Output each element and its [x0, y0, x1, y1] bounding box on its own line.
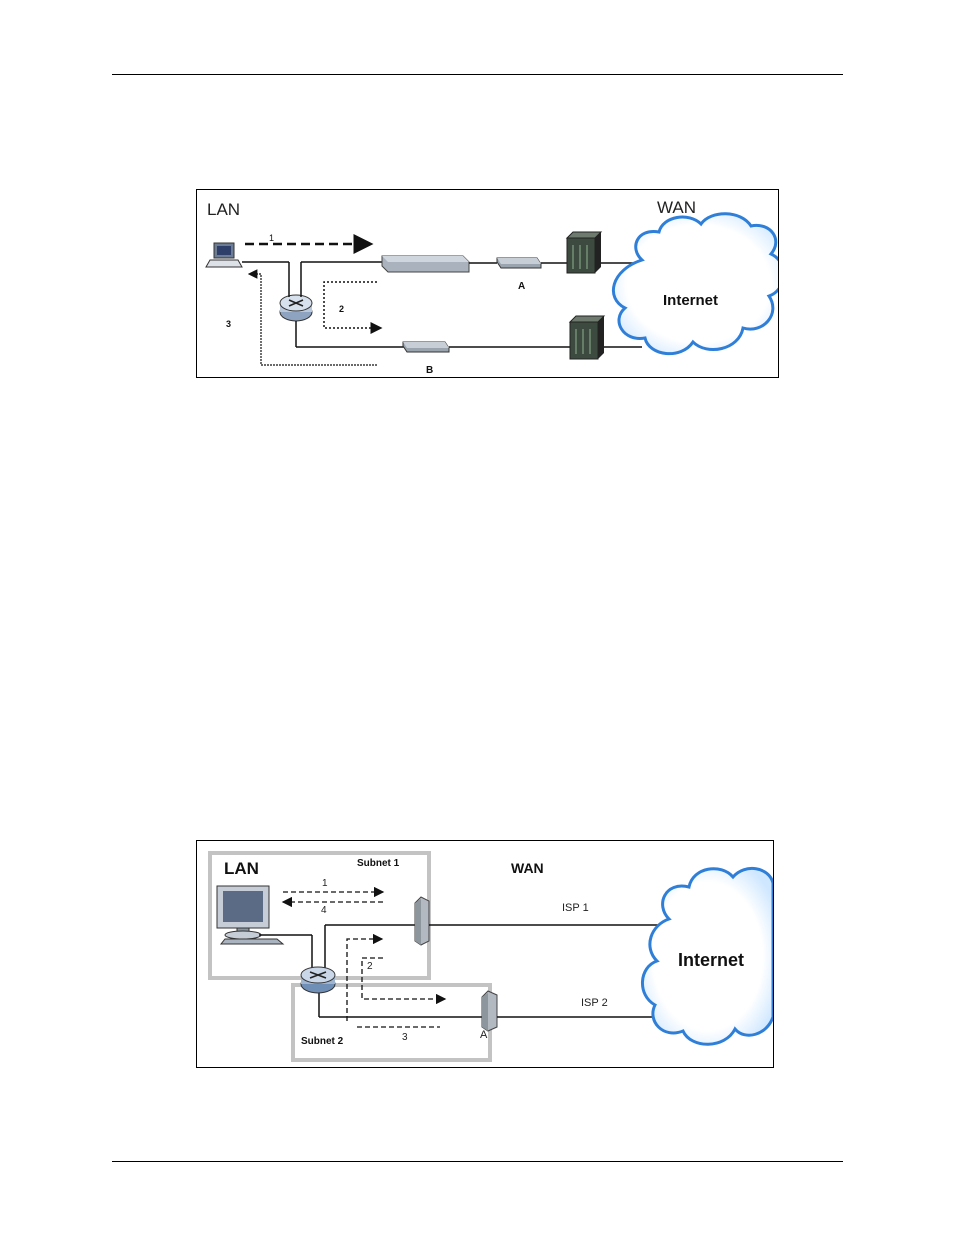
- subnet-2-label: Subnet 2: [301, 1036, 344, 1047]
- isp-1-label: ISP 1: [562, 902, 589, 914]
- modem-b-icon: [403, 342, 449, 352]
- device-a-label: A: [480, 1029, 488, 1041]
- router-icon: [280, 295, 312, 321]
- flow-arrow-2: [324, 282, 381, 328]
- flow-label-2: 2: [367, 961, 373, 972]
- gateway-device-icon: [382, 256, 469, 272]
- subnet-1-label: Subnet 1: [357, 858, 400, 869]
- isp-server-icon: [570, 316, 604, 359]
- isp-1-modem-icon: [415, 897, 429, 945]
- flow-label-2: 2: [339, 304, 344, 314]
- modem-a-icon: [497, 258, 541, 268]
- lan-label: LAN: [224, 859, 259, 878]
- laptop-icon: [206, 243, 242, 267]
- flow-label-3: 3: [402, 1032, 408, 1043]
- flow-label-3: 3: [226, 319, 231, 329]
- wan-label: WAN: [657, 198, 696, 217]
- internet-label: Internet: [678, 950, 744, 970]
- footer-rule: [112, 1161, 843, 1162]
- figure-2-network-diagram: LAN Subnet 1 WAN Subnet 2: [196, 840, 774, 1068]
- device-b-label: B: [426, 365, 433, 376]
- modem-a-icon: [482, 991, 497, 1031]
- internet-label: Internet: [663, 292, 718, 309]
- isp-2-label: ISP 2: [581, 997, 608, 1009]
- flow-label-1: 1: [322, 878, 328, 889]
- wan-label: WAN: [511, 860, 544, 876]
- figure-1-network-diagram: LAN WAN A: [196, 189, 779, 378]
- isp-server-icon: [567, 232, 601, 273]
- subnet-2-box: [293, 985, 490, 1060]
- internet-cloud-icon: [613, 214, 778, 354]
- device-a-label: A: [518, 281, 525, 292]
- lan-label: LAN: [207, 200, 240, 219]
- header-rule: [112, 74, 843, 75]
- router-icon: [301, 967, 335, 993]
- flow-arrow-3: [249, 274, 377, 365]
- flow-label-4: 4: [321, 905, 327, 916]
- flow-label-1: 1: [269, 233, 274, 243]
